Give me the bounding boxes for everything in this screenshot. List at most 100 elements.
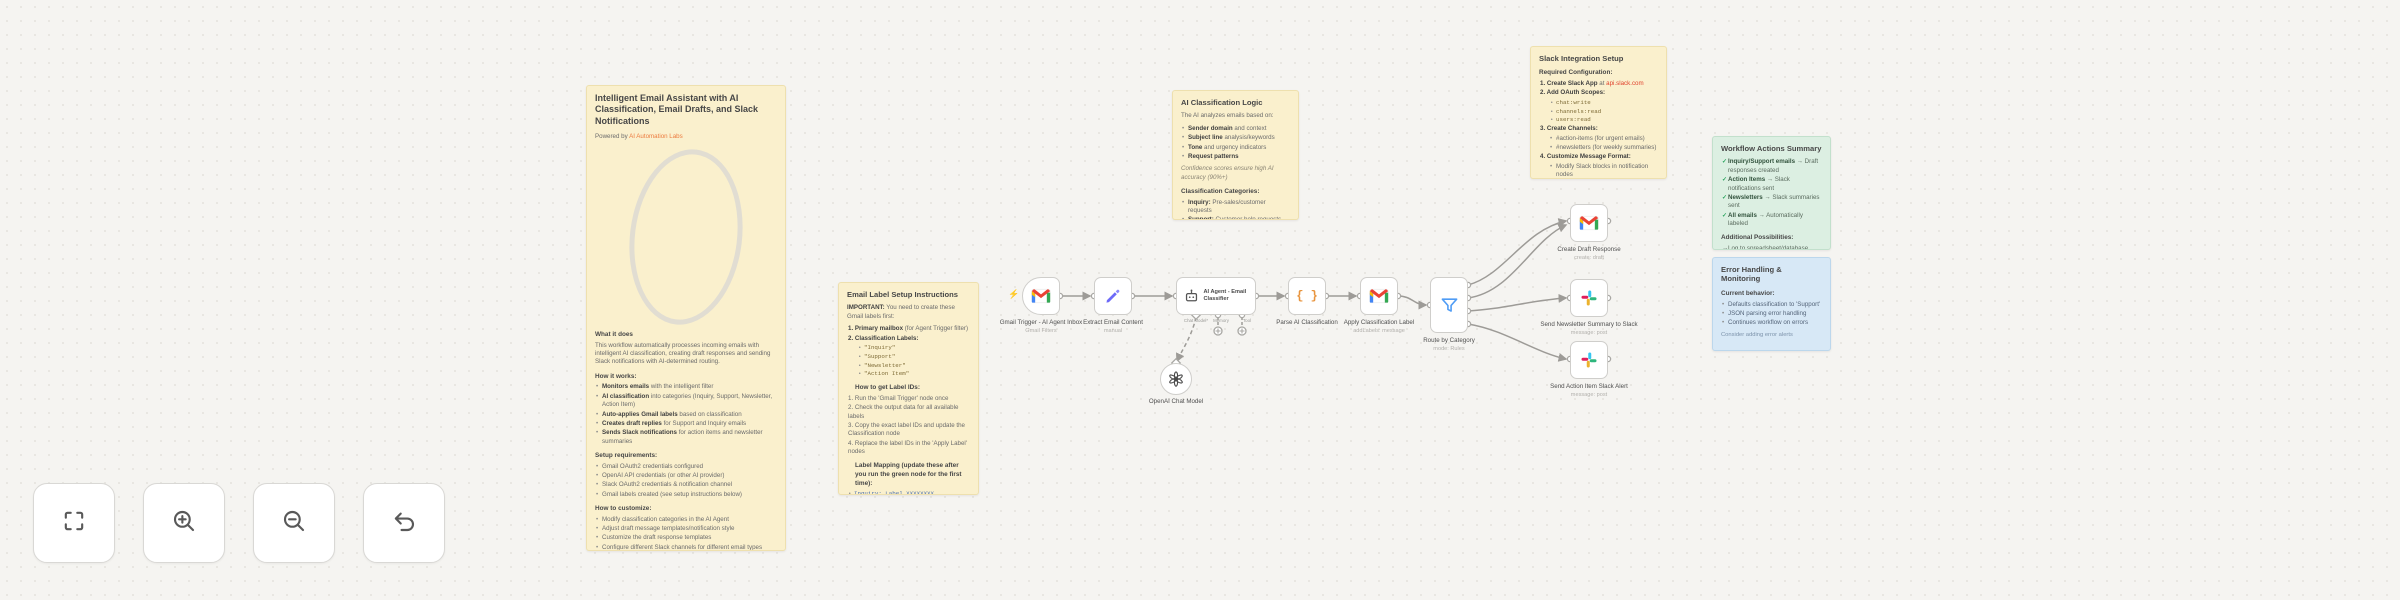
powered-by-line: Powered by AI Automation Labs [595,133,777,141]
list-item: users:read [1549,116,1658,124]
undo-button[interactable] [363,483,445,563]
section-heading: Classification Categories: [1181,188,1260,195]
powered-by-prefix: Powered by [595,132,630,140]
sticky-note-label-setup[interactable]: Email Label Setup Instructions IMPORTANT… [838,282,979,495]
list-item: 1. Primary mailbox (for Agent Trigger fi… [848,325,969,333]
list-item: Defaults classification to 'Support' [1721,301,1822,310]
list-item: "Support" [857,353,970,361]
section-heading: Current behavior: [1721,289,1775,297]
important-note: IMPORTANT: You need to create these Gmai… [847,304,955,320]
list-item: Newsletters → Slack summaries sent [1721,194,1822,211]
section-paragraph: This workflow automatically processes in… [595,341,771,366]
zoom-out-button[interactable] [253,483,335,563]
section-heading: Label Mapping (update these after you ru… [855,462,962,487]
list-item: 2. Add OAuth Scopes: [1540,89,1606,97]
analysis-list: Sender domain and contextSubject line an… [1181,125,1290,162]
node-gmail-trigger[interactable] [1022,277,1060,315]
sticky-note-error-handling[interactable]: Error Handling & Monitoring Current beha… [1712,257,1831,351]
zoom-in-button[interactable] [143,483,225,563]
powered-by-link[interactable]: AI Automation Labs [629,132,683,140]
list-item: Creates draft replies for Support and In… [595,420,777,429]
slack-icon [1580,289,1598,307]
agent-node-name: AI Agent - Email Classifier [1203,289,1247,302]
list-item: Gmail OAuth2 credentials configured [595,463,777,472]
sticky-note-ai-logic[interactable]: AI Classification Logic The AI analyzes … [1172,90,1299,220]
list-item: Modify classification categories in the … [595,516,777,525]
possibilities-list: Log to spreadsheet/databaseForward urgen… [1721,245,1822,249]
list-item: chat:write [1549,99,1658,107]
gmail-icon [1369,288,1389,304]
section-heading: How to get Label IDs: [855,384,920,392]
list-item: Adjust draft message templates/notificat… [595,525,777,534]
node-openai-chat-model[interactable] [1160,363,1192,395]
node-slack-newsletter-summary[interactable] [1570,279,1608,317]
node-slack-action-alert[interactable] [1570,341,1608,379]
braces-icon: { } [1296,289,1318,303]
setup-requirements-list: Gmail OAuth2 credentials configuredOpenA… [595,463,777,500]
pencil-icon [1104,287,1122,305]
list-item: 3. Copy the exact label IDs and update t… [848,421,965,438]
node-create-draft-gmail[interactable] [1570,204,1608,242]
list-item: Action Items → Slack notifications sent [1721,176,1822,193]
node-ai-agent-classifier[interactable]: AI Agent - Email Classifier [1176,277,1256,315]
gmail-icon [1031,288,1051,304]
list-item: 2. Check the output data for all availab… [848,404,959,420]
sticky-note-slack-setup[interactable]: Slack Integration Setup Required Configu… [1530,46,1667,179]
list-item: "Action Item" [857,370,970,378]
error-footer: Consider adding error alerts [1721,331,1793,338]
sticky-title: AI Classification Logic [1181,98,1263,107]
list-item: Tone and urgency indicators [1181,144,1290,153]
list-item: OpenAI API credentials (or other AI prov… [595,472,777,481]
openai-icon [1167,370,1185,388]
list-item: Auto-applies Gmail labels based on class… [595,411,777,420]
port-label-tool: Tool [1242,318,1252,323]
node-label: Parse AI Classification [1276,319,1338,326]
intro-text: The AI analyzes emails based on: [1181,112,1274,120]
slack-icon [1580,351,1598,369]
list-item: "Newsletter" [857,362,970,370]
error-behavior-list: Defaults classification to 'Support'JSON… [1721,301,1822,328]
node-route-by-category-switch[interactable] [1430,277,1468,333]
sticky-note-overview[interactable]: Intelligent Email Assistant with AI Clas… [586,85,786,551]
section-heading: What it does [595,331,633,339]
mapping-list: Inquiry: Label_XXXXXXXXAction Item: Labe… [847,490,970,494]
sticky-title: Workflow Actions Summary [1721,144,1822,153]
node-parse-classification[interactable]: { } [1288,277,1326,315]
list-item: 4. Replace the label IDs in the 'Apply L… [848,439,967,455]
zoom-to-fit-button[interactable] [33,483,115,563]
sticky-note-actions-summary[interactable]: Workflow Actions Summary Inquiry/Support… [1712,136,1831,250]
undo-icon [386,503,422,544]
list-item: Support: Customer help requests [1181,216,1290,219]
list-item: 4. Customize Message Format: [1540,153,1631,161]
list-item: Slack OAuth2 credentials & notification … [595,481,777,490]
categories-list: Inquiry: Pre-sales/customer requestsSupp… [1181,199,1290,219]
label-list: 1. Primary mailbox (for Agent Trigger fi… [847,325,970,378]
customize-list: Modify classification categories in the … [595,516,777,550]
howto-list: 1. Run the 'Gmail Trigger' node once 2. C… [847,395,970,457]
list-item: Inquiry/Support emails → Draft responses… [1721,158,1822,175]
trigger-bolt-icon: ⚡ [1008,289,1020,299]
robot-icon [1183,288,1200,305]
port-label-chat-model: Chat Model* [1183,318,1209,323]
section-heading: Setup requirements: [595,451,658,459]
list-item: AI classification into categories (Inqui… [595,393,777,410]
section-heading: How it works: [595,372,637,380]
node-extract-email-content[interactable] [1094,277,1132,315]
zoom-to-fit-icon [56,503,92,544]
list-item: Customize the draft response templates [595,534,777,543]
section-heading: How to customize: [595,505,652,513]
sticky-title: Email Label Setup Instructions [847,290,958,299]
list-item: 1. Run the 'Gmail Trigger' node once [848,394,949,402]
list-item: #newsletters (for weekly summaries) [1549,144,1658,153]
node-label: OpenAI Chat Model [1148,398,1204,405]
sticky-title: Intelligent Email Assistant with AI Clas… [595,93,759,126]
node-apply-label-gmail[interactable] [1360,277,1398,315]
zoom-in-icon [166,503,202,544]
